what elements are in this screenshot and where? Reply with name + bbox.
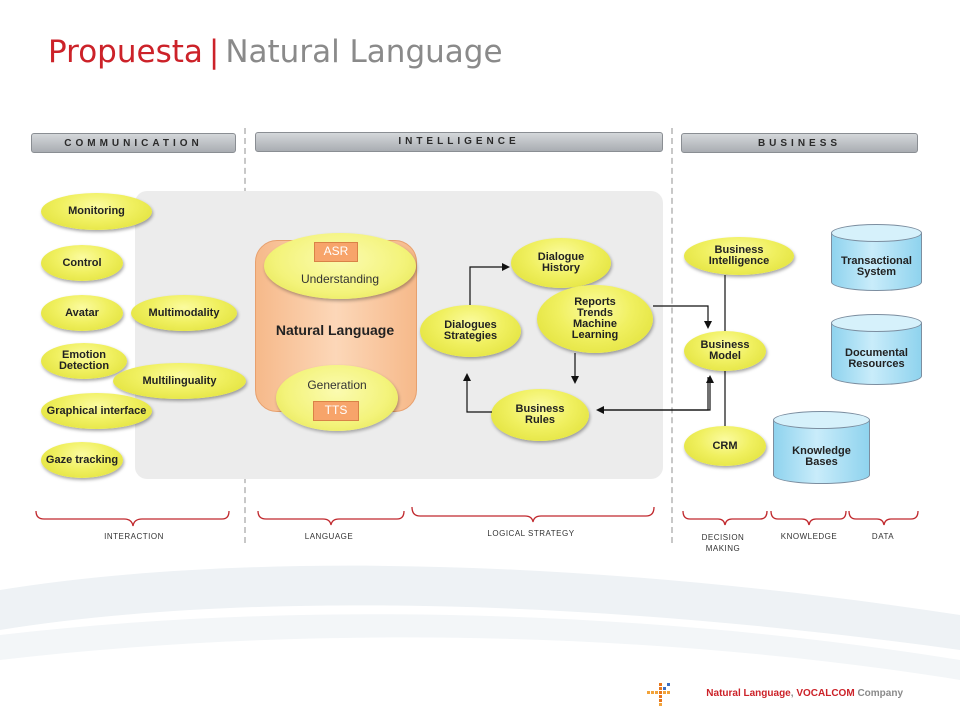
node-business-model: Business Model [684, 331, 766, 371]
node-business-rules: Business Rules [491, 389, 589, 441]
cylinder-transactional-body [831, 233, 922, 291]
cylinder-documental-body [831, 323, 922, 385]
page-title: Propuesta|Natural Language [48, 34, 503, 70]
cylinder-documental-top [831, 314, 922, 332]
node-multimodality: Multimodality [131, 295, 237, 331]
title-part1: Propuesta [48, 34, 203, 70]
node-business-intelligence: Business Intelligence [684, 237, 794, 275]
label-knowledge: KNOWLEDGE [780, 532, 838, 541]
label-language: LANGUAGE [304, 532, 354, 541]
cylinder-knowledge-top [773, 411, 870, 429]
generation-label: Generation [307, 378, 367, 392]
node-monitoring: Monitoring [41, 193, 152, 230]
cylinder-knowledge-body [773, 420, 870, 484]
footer-brand: Natural Language, VOCALCOM Company [706, 688, 903, 699]
label-decision-making: DECISION MAKING [701, 533, 745, 553]
understanding-label: Understanding [300, 272, 380, 286]
separator-right [671, 128, 673, 543]
knowledge-bases-label: Knowledge Bases [792, 445, 851, 468]
node-avatar: Avatar [41, 295, 123, 331]
asr-box: ASR [314, 242, 358, 262]
node-multilinguality: Multilinguality [113, 363, 246, 399]
transactional-system-label: Transactional System [841, 255, 912, 278]
node-control: Control [41, 245, 123, 281]
section-communication: COMMUNICATION [31, 133, 236, 153]
section-intelligence: INTELLIGENCE [255, 132, 663, 152]
section-business: BUSINESS [681, 133, 918, 153]
tts-box: TTS [313, 401, 359, 421]
node-graphical-interface: Graphical interface [41, 393, 152, 429]
footer-product: Natural Language [706, 688, 791, 699]
footer-company: VOCALCOM [796, 688, 855, 699]
node-dialogue-history: Dialogue History [511, 238, 611, 288]
vocalcom-logo-icon [647, 683, 670, 706]
label-interaction: INTERACTION [104, 532, 164, 541]
label-logical-strategy: LOGICAL STRATEGY [487, 529, 575, 538]
node-reports-trends: Reports Trends Machine Learning [537, 285, 653, 353]
node-crm: CRM [684, 426, 766, 466]
title-separator: | [208, 34, 220, 70]
node-gaze-tracking: Gaze tracking [41, 442, 123, 478]
node-emotion-detection: Emotion Detection [41, 343, 127, 379]
footer-separator: , [790, 688, 797, 699]
node-dialogues-strategies: Dialogues Strategies [420, 305, 521, 357]
natural-language-title: Natural Language [275, 322, 395, 338]
cylinder-transactional-top [831, 224, 922, 242]
footer-suffix: Company [857, 688, 903, 699]
background-swoosh [0, 565, 960, 680]
title-part2: Natural Language [225, 34, 503, 70]
documental-resources-label: Documental Resources [845, 347, 908, 370]
label-data: DATA [871, 532, 895, 541]
